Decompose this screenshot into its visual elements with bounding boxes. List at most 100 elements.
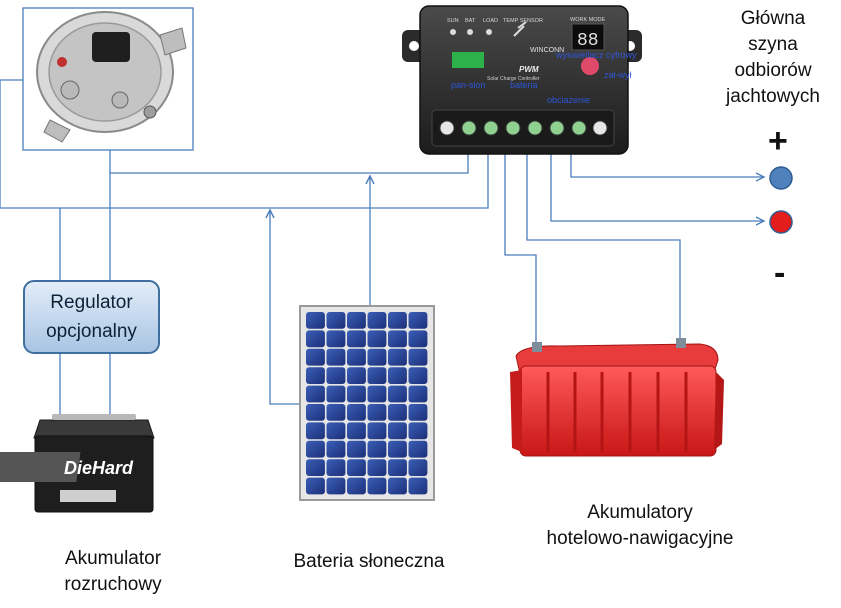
led-bat (467, 29, 473, 35)
regulator-line-2: opcjonalny (46, 321, 137, 342)
solar-cell (367, 367, 387, 384)
solar-cell (408, 440, 428, 458)
solar-cell (388, 367, 407, 384)
indicator-label-sun: SUN (447, 18, 459, 24)
starter-battery: DieHard (0, 414, 155, 513)
solar-cell (388, 459, 407, 476)
controller-brand: WINCONN (530, 47, 564, 54)
terminal-6 (549, 120, 565, 136)
solar-panel-label: Bateria słoneczna (293, 551, 445, 572)
solar-cell (306, 440, 325, 458)
wire-alternator-to-controller (109, 150, 469, 174)
house-battery-ribs (546, 372, 688, 452)
starter-battery-label-line-2: rozruchowy (64, 574, 162, 595)
solar-cell (408, 459, 428, 476)
bus-plus-sign: + (768, 122, 788, 160)
controller-display (571, 23, 605, 51)
solar-cell (388, 312, 407, 329)
terminal-3 (483, 120, 499, 136)
bus-title-line-2: szyna (748, 34, 798, 55)
solar-cell (347, 367, 366, 384)
alternator-diode-2 (111, 91, 129, 109)
indicator-label-temp: TEMP SENSOR (503, 18, 543, 24)
alternator (22, 7, 194, 151)
temp-sensor-icon (513, 21, 527, 37)
optional-regulator: Regulator opcjonalny (23, 280, 160, 354)
annotation-load: obciazenie (547, 95, 590, 105)
house-battery-post-right (676, 338, 686, 348)
starter-battery-label-line-1: Akumulator (64, 548, 162, 569)
solar-cell (408, 367, 428, 384)
solar-cell (408, 312, 428, 329)
solar-cell (367, 348, 387, 366)
controller-button (581, 57, 599, 75)
regulator-line-1: Regulator (50, 292, 133, 313)
terminal-1 (439, 120, 455, 136)
terminal-2 (461, 120, 477, 136)
solar-cell (326, 459, 346, 476)
charge-controller: SUN BAT LOAD TEMP SENSOR WORK MODE 88 WI… (402, 5, 642, 155)
controller-terminal-strip (431, 109, 615, 147)
work-mode-label: WORK MODE (570, 17, 605, 23)
wire-load-minus (550, 150, 764, 221)
solar-cell (408, 477, 428, 495)
solar-cell (388, 440, 407, 458)
house-battery (510, 338, 724, 457)
annotation-battery: bateria (510, 80, 538, 90)
controller-model: PWM (519, 65, 539, 74)
wire-alternator-loop (0, 79, 489, 209)
wire-house-battery-left (504, 150, 537, 350)
led-sun (450, 29, 456, 35)
display-value: 88 (577, 31, 599, 51)
solar-cell (306, 312, 325, 329)
solar-cell (306, 367, 325, 384)
terminal-7 (571, 120, 587, 136)
house-battery-label-line-2: hotelowo-nawigacyjne (546, 528, 734, 549)
solar-cell (326, 330, 346, 348)
solar-cell (326, 404, 346, 421)
solar-cell (367, 385, 387, 403)
controller-screw-left (409, 41, 419, 51)
solar-cell (367, 459, 387, 476)
solar-cell (367, 312, 387, 329)
solar-cell (306, 404, 325, 421)
solar-cell (347, 385, 366, 403)
solar-cell (347, 404, 366, 421)
solar-cell (347, 477, 366, 495)
led-load (486, 29, 492, 35)
terminal-4 (505, 120, 521, 136)
house-battery-edge-right (714, 372, 724, 450)
starter-battery-brand: DieHard (64, 458, 134, 478)
solar-cell (367, 330, 387, 348)
annotation-panel: pan-sion (451, 80, 486, 90)
solar-cell (326, 312, 346, 329)
solar-cell (347, 440, 366, 458)
controller-connector-green (452, 52, 484, 68)
annotation-display: wyswietlacz cyfrowy (555, 50, 637, 60)
solar-cell (306, 330, 325, 348)
solar-cell (347, 348, 366, 366)
alternator-diode-1 (60, 80, 80, 100)
solar-cell (306, 459, 325, 476)
solar-cell (367, 477, 387, 495)
solar-cell (367, 422, 387, 440)
starter-battery-top (33, 419, 155, 439)
solar-cell (326, 440, 346, 458)
bus-title: Główna szyna odbiorów jachtowych (705, 6, 841, 110)
wire-house-battery-right (526, 150, 681, 344)
solar-cell (367, 440, 387, 458)
solar-cell (408, 330, 428, 348)
indicator-label-bat: BAT (465, 18, 476, 24)
starter-battery-stripe (0, 452, 81, 482)
bus-plus-terminal (769, 166, 793, 190)
starter-battery-handle (52, 414, 136, 420)
solar-cell (347, 312, 366, 329)
bus-minus-terminal (769, 210, 793, 234)
wiring (0, 79, 764, 418)
solar-cell (347, 422, 366, 440)
solar-cell (408, 422, 428, 440)
bus-title-line-4: jachtowych (726, 86, 820, 107)
solar-cell (326, 477, 346, 495)
solar-cell (347, 330, 366, 348)
